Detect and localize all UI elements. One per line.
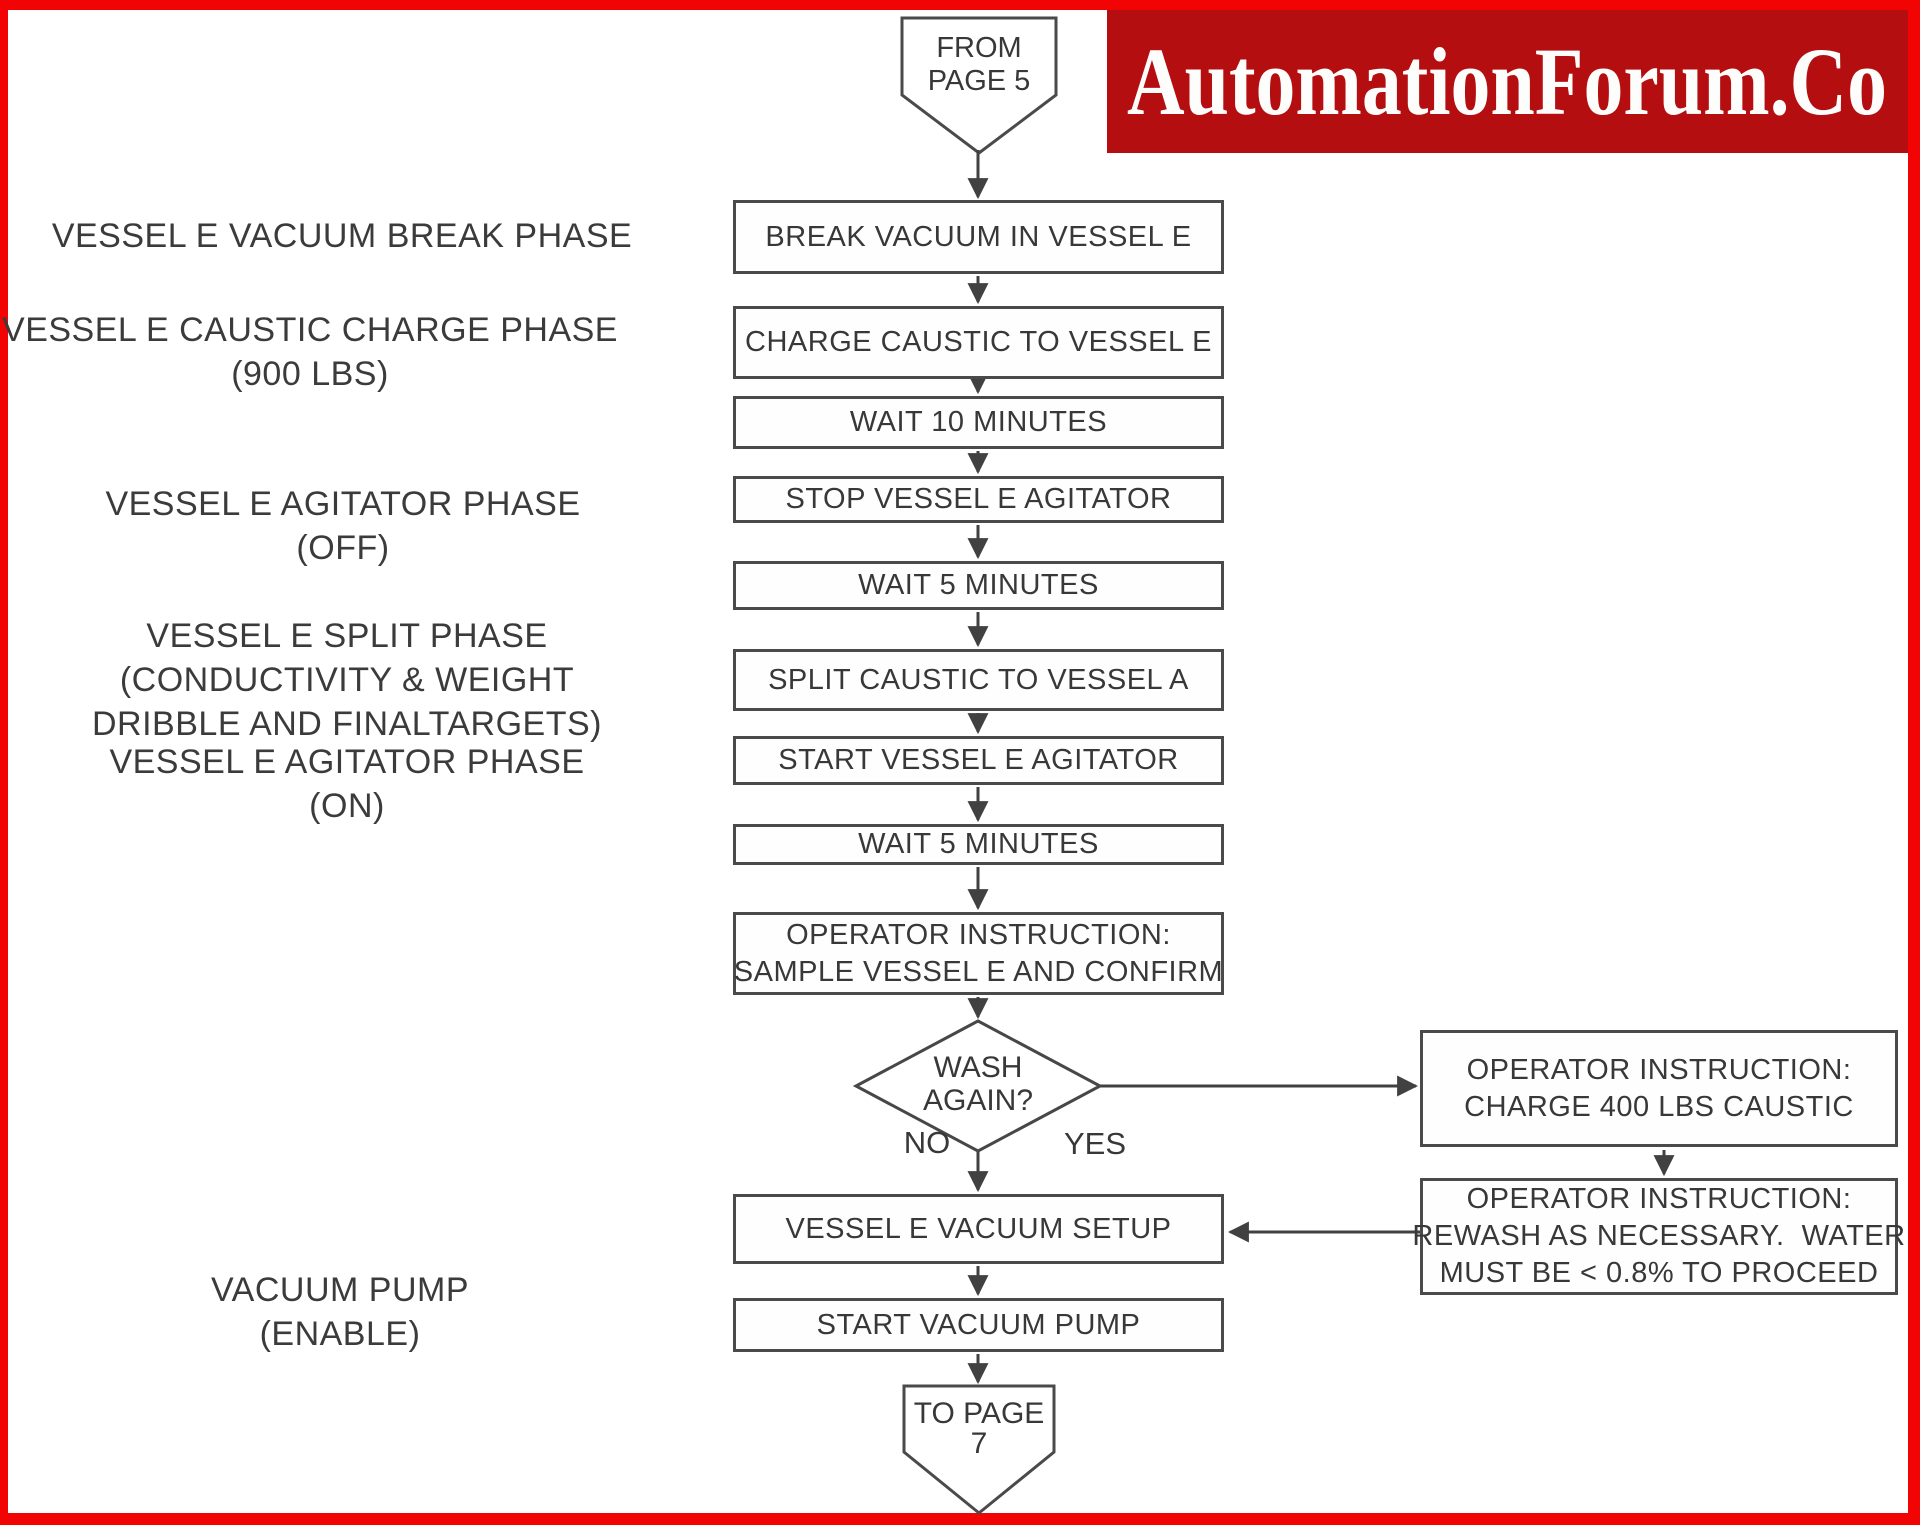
phase-label-line: (ENABLE)	[259, 1315, 421, 1353]
step-charge-caustic: CHARGE CAUSTIC TO VESSEL E	[733, 306, 1224, 379]
step-stop-agitator: STOP VESSEL E AGITATOR	[733, 476, 1224, 523]
step-operator-rewash: OPERATOR INSTRUCTION: REWASH AS NECESSAR…	[1412, 1178, 1905, 1295]
phase-label-line: (CONDUCTIVITY & WEIGHT	[119, 661, 575, 699]
phase-label-agitator-off: VESSEL E AGITATOR PHASE (OFF)	[0, 482, 693, 570]
decision-yes-label: YES	[1063, 1126, 1127, 1161]
phase-label-vacuum-break: VESSEL E VACUUM BREAK PHASE	[0, 214, 692, 258]
step-label: BREAK VACUUM IN VESSEL E	[765, 220, 1192, 253]
step-wait-5-minutes-2: WAIT 5 MINUTES	[733, 824, 1224, 865]
step-label: START VACUUM PUMP	[816, 1308, 1141, 1341]
phase-label-line: DRIBBLE AND FINALTARGETS)	[92, 705, 602, 743]
step-label: WAIT 5 MINUTES	[858, 828, 1099, 860]
banner-title: AutomationForum.Co	[1127, 28, 1887, 135]
step-split-caustic: SPLIT CAUSTIC TO VESSEL A	[733, 649, 1224, 711]
step-label: WAIT 5 MINUTES	[858, 569, 1099, 601]
connector-label: 7	[970, 1427, 988, 1460]
connector-label: PAGE 5	[927, 65, 1031, 97]
step-label: SPLIT CAUSTIC TO VESSEL A	[768, 663, 1189, 696]
decision-label: AGAIN?	[922, 1084, 1034, 1117]
phase-label-agitator-on: VESSEL E AGITATOR PHASE (ON)	[0, 740, 697, 828]
step-label: START VESSEL E AGITATOR	[778, 744, 1179, 776]
connector-label: TO PAGE	[913, 1397, 1045, 1430]
phase-label-line: (OFF)	[296, 529, 390, 567]
step-label: CHARGE CAUSTIC TO VESSEL E	[745, 326, 1212, 358]
banner-text-svg: AutomationForum.Co	[1127, 28, 1887, 135]
step-label: OPERATOR INSTRUCTION:	[1466, 1053, 1852, 1086]
step-label: SAMPLE VESSEL E AND CONFIRM	[733, 955, 1224, 988]
automationforum-banner: AutomationForum.Co	[1107, 10, 1908, 153]
step-label: MUST BE < 0.8% TO PROCEED	[1439, 1257, 1879, 1289]
step-label: STOP VESSEL E AGITATOR	[785, 483, 1172, 515]
phase-label-caustic-charge: VESSEL E CAUSTIC CHARGE PHASE (900 LBS)	[0, 308, 660, 396]
step-label: WAIT 10 MINUTES	[849, 406, 1108, 438]
phase-label-line: VACUUM PUMP	[211, 1271, 469, 1309]
phase-label-line: VESSEL E VACUUM BREAK PHASE	[51, 217, 633, 255]
decision-no-label: NO	[903, 1125, 951, 1160]
step-label: REWASH AS NECESSARY. WATER	[1412, 1220, 1906, 1252]
decision-wash-again: WASH AGAIN?	[878, 1051, 1078, 1117]
phase-label-line: VESSEL E SPLIT PHASE	[146, 617, 548, 655]
step-label: VESSEL E VACUUM SETUP	[785, 1212, 1172, 1245]
phase-label-line: (900 LBS)	[231, 355, 389, 393]
step-start-vacuum-pump: START VACUUM PUMP	[733, 1298, 1224, 1352]
decision-label: WASH	[933, 1051, 1023, 1084]
step-label: CHARGE 400 LBS CAUSTIC	[1464, 1090, 1854, 1123]
step-operator-sample: OPERATOR INSTRUCTION: SAMPLE VESSEL E AN…	[733, 912, 1224, 995]
step-operator-charge-400: OPERATOR INSTRUCTION: CHARGE 400 LBS CAU…	[1420, 1030, 1898, 1147]
from-page-connector: FROM PAGE 5	[902, 32, 1056, 98]
phase-label-line: VESSEL E CAUSTIC CHARGE PHASE	[2, 311, 618, 349]
phase-label-split: VESSEL E SPLIT PHASE (CONDUCTIVITY & WEI…	[0, 614, 697, 746]
phase-label-line: (ON)	[309, 787, 385, 825]
step-start-agitator: START VESSEL E AGITATOR	[733, 736, 1224, 785]
phase-label-vacuum-pump: VACUUM PUMP (ENABLE)	[0, 1268, 690, 1356]
step-vacuum-setup: VESSEL E VACUUM SETUP	[733, 1194, 1224, 1264]
step-label: OPERATOR INSTRUCTION:	[786, 918, 1171, 951]
phase-label-line: VESSEL E AGITATOR PHASE	[109, 743, 585, 781]
phase-label-line: VESSEL E AGITATOR PHASE	[105, 485, 581, 523]
step-break-vacuum: BREAK VACUUM IN VESSEL E	[733, 200, 1224, 274]
connector-label: FROM	[936, 32, 1022, 64]
step-wait-10-minutes: WAIT 10 MINUTES	[733, 396, 1224, 449]
step-label: OPERATOR INSTRUCTION:	[1466, 1183, 1852, 1215]
step-wait-5-minutes-1: WAIT 5 MINUTES	[733, 561, 1224, 610]
to-page-connector: TO PAGE 7	[904, 1399, 1054, 1459]
